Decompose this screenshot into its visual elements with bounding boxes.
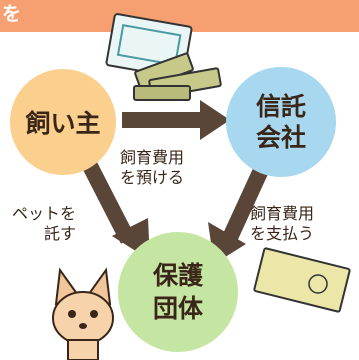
node-group-line2: 団体 <box>152 294 203 323</box>
arrow-owner-to-trust <box>122 100 230 140</box>
dog-illustration <box>52 267 114 360</box>
header-text: を <box>2 3 22 25</box>
edge-label-owner-to-group: ペットを 託す <box>12 204 76 244</box>
edge-label-trust-to-group: 飼育費用 を支払う <box>250 204 314 244</box>
edge-owner-group-line2: 託す <box>44 224 77 243</box>
node-group-line1: 保護 <box>152 261 203 290</box>
node-owner: 飼い主 <box>10 69 116 175</box>
node-trust-line2: 会社 <box>255 123 306 152</box>
money-stack-illustration <box>133 52 222 101</box>
banknote-illustration <box>253 247 351 313</box>
edge-label-owner-to-trust: 飼育費用 を預ける <box>120 148 184 188</box>
edge-trust-group-line1: 飼育費用 <box>250 204 315 223</box>
edge-owner-trust-line1: 飼育費用 <box>120 148 185 167</box>
node-protection-group: 保護 団体 <box>118 232 238 352</box>
node-trust-line1: 信託 <box>255 92 306 121</box>
edge-owner-group-line1: ペットを <box>12 204 77 223</box>
edge-trust-group-line2: を支払う <box>250 224 315 243</box>
node-trust-company: 信託 会社 <box>226 67 336 177</box>
node-owner-label: 飼い主 <box>25 109 101 138</box>
edge-owner-trust-line2: を預ける <box>120 168 185 187</box>
